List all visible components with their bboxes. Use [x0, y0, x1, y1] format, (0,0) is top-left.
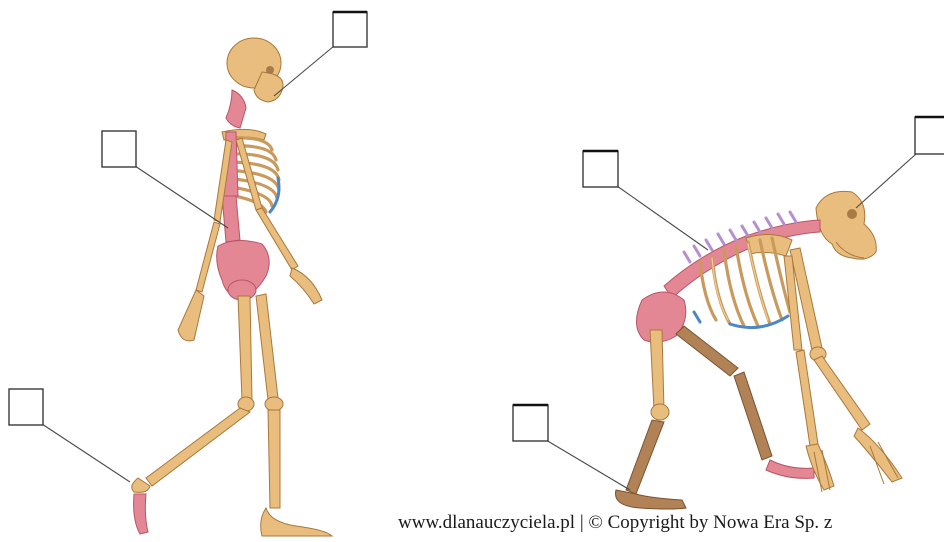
leader-human-foot	[42, 424, 130, 482]
copyright-credit: www.dlanauczyciela.pl | © Copyright by N…	[398, 512, 832, 534]
leader-human-spine	[135, 166, 228, 228]
human-skull-box[interactable]	[333, 12, 367, 47]
leader-human-skull	[274, 46, 334, 96]
leader-ape-spine	[617, 186, 708, 250]
ape-spine-box[interactable]	[583, 151, 618, 187]
ape-skull	[816, 191, 876, 259]
ape-skull-box[interactable]	[915, 117, 944, 154]
ape-foot-box[interactable]	[513, 405, 548, 441]
human-left-arm	[178, 140, 232, 341]
ape-back-leg-far	[676, 326, 814, 478]
leader-ape-skull	[856, 154, 916, 208]
ape-scapula	[746, 234, 792, 256]
human-right-leg	[256, 294, 332, 536]
human-spine-box[interactable]	[102, 131, 136, 167]
ape-back-leg-near	[616, 330, 687, 509]
ape-skeleton	[616, 191, 903, 509]
human-pelvis	[217, 240, 270, 300]
human-cervical-spine	[226, 90, 246, 128]
human-skeleton	[132, 38, 332, 536]
human-foot-box[interactable]	[9, 389, 43, 425]
leader-ape-foot	[546, 440, 630, 490]
